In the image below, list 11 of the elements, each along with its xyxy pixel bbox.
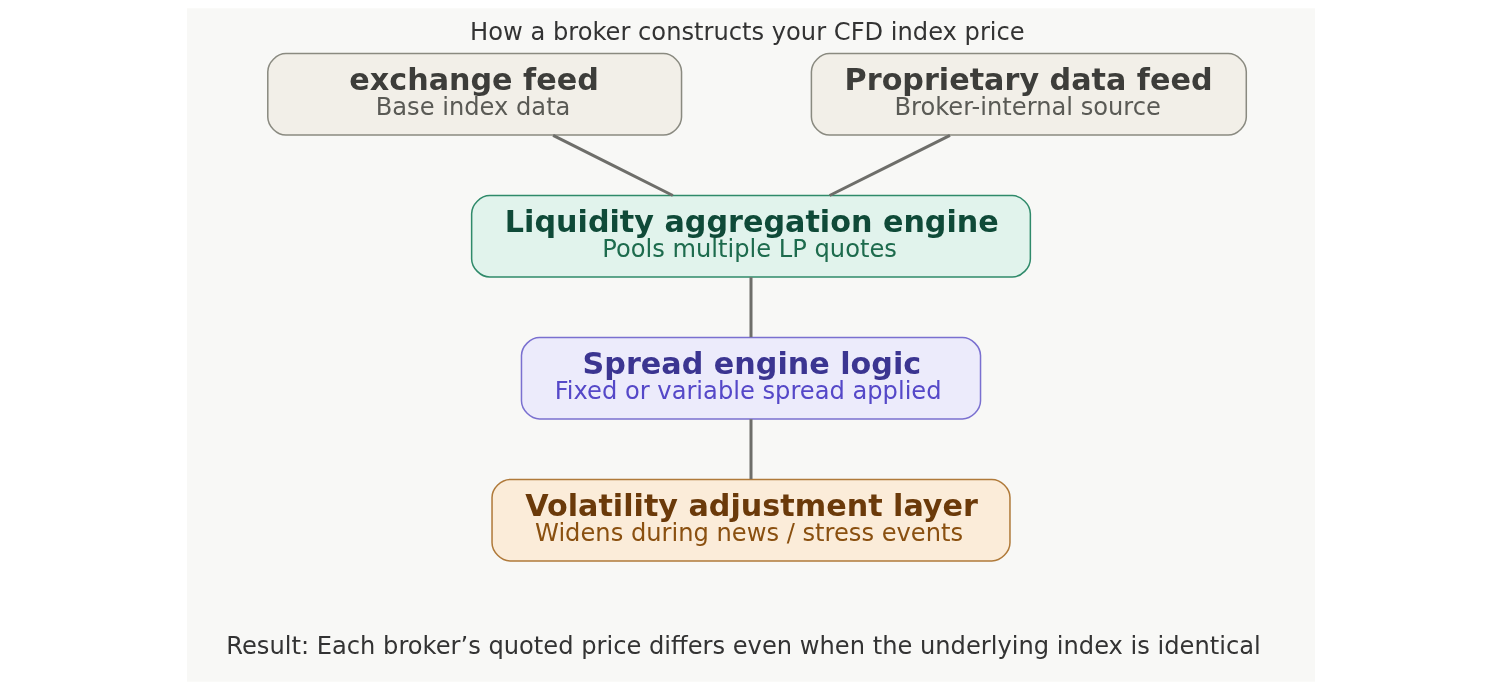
node-box: Volatility adjustment layer Widens during news / stress events — [491, 478, 1011, 562]
diagram-title: How a broker constructs your CFD index price — [470, 17, 1025, 46]
node-box: Liquidity aggregation engine Pools multiple LP quotes — [470, 194, 1032, 278]
connector — [749, 277, 753, 338]
node-box: Proprietary data feed Broker-internal source — [810, 52, 1248, 136]
node-box: exchange feed Base index data — [267, 52, 683, 136]
connector — [552, 133, 674, 197]
connector — [749, 419, 753, 480]
node-box: Spread engine logic Fixed or variable spread applied — [520, 336, 982, 420]
caption: Result: Each broker’s quoted price differs even when the underlying index is identical — [226, 632, 1261, 661]
connector — [828, 133, 951, 197]
